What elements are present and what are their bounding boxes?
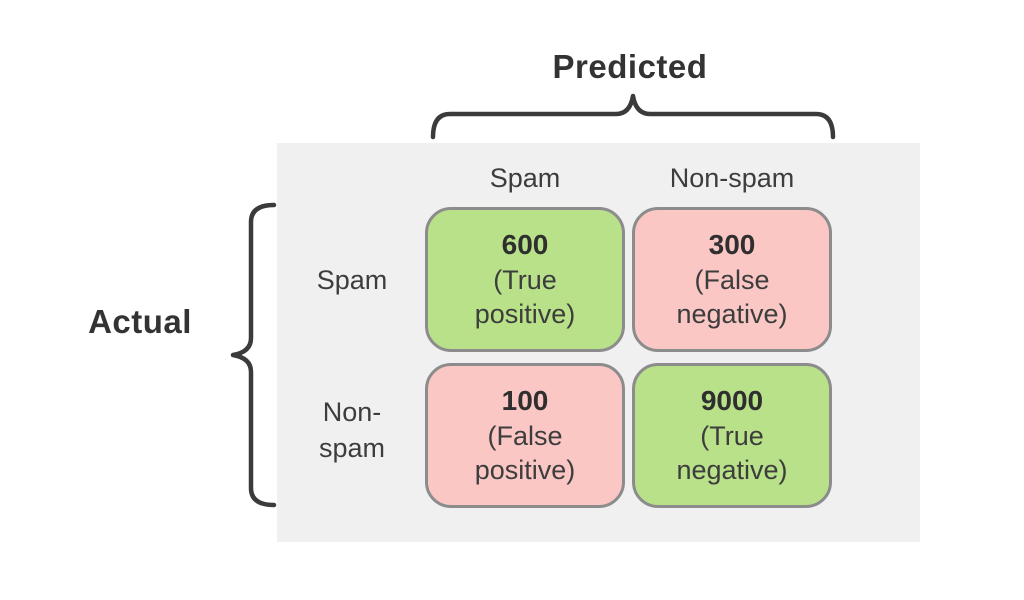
false-negative-label: (False negative) (676, 264, 788, 330)
false-positive-label: (False positive) (474, 420, 576, 486)
false-negative-count: 300 (708, 229, 756, 261)
predicted-brace (430, 93, 836, 140)
actual-row-label-spam: Spam (316, 265, 388, 295)
actual-brace (230, 202, 277, 508)
true-negative-count: 9000 (700, 385, 764, 417)
predicted-column-header-non-spam: Non-spam (669, 163, 795, 193)
true-positive-count: 600 (501, 229, 549, 261)
actual-axis-title: Actual (88, 303, 192, 340)
cell-true-negative: 9000 (True negative) (632, 363, 832, 508)
cell-false-positive: 100 (False positive) (425, 363, 625, 508)
true-negative-label: (True negative) (676, 420, 788, 486)
predicted-column-header-spam: Spam (489, 163, 561, 193)
cell-true-positive: 600 (True positive) (425, 207, 625, 352)
true-positive-label: (True positive) (474, 264, 576, 330)
false-positive-count: 100 (501, 385, 549, 417)
predicted-axis-title: Predicted (552, 48, 708, 85)
actual-row-label-non-spam: Non-spam (318, 397, 386, 464)
cell-false-negative: 300 (False negative) (632, 207, 832, 352)
